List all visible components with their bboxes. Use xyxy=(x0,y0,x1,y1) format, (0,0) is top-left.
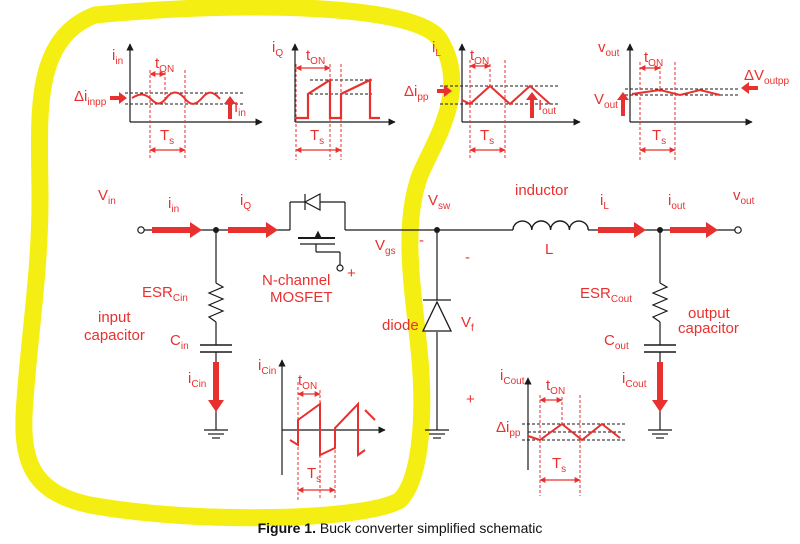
input-cap-line1: input xyxy=(98,309,131,326)
svg-text:Ts: Ts xyxy=(310,127,324,147)
cin-capacitor xyxy=(200,344,232,353)
ground-symbols xyxy=(204,429,672,439)
cin-label: Cin xyxy=(170,332,189,352)
waveform-icout: iCout tON Δipp Ts xyxy=(496,367,625,496)
svg-text:Vout: Vout xyxy=(594,91,618,111)
svg-text:iL: iL xyxy=(432,39,441,59)
il-label: iL xyxy=(600,192,609,212)
svg-text:Ts: Ts xyxy=(160,127,174,147)
mosfet-plus: + xyxy=(347,265,356,282)
svg-text:tON: tON xyxy=(470,47,489,67)
terminals xyxy=(137,226,742,272)
mosfet-symbol xyxy=(289,193,346,265)
svg-text:tON: tON xyxy=(644,49,663,69)
svg-text:Iin: Iin xyxy=(234,99,246,119)
waveform-iq: iQ tON Ts xyxy=(272,39,396,160)
svg-text:Iout: Iout xyxy=(538,97,556,117)
vin-terminal xyxy=(137,226,145,234)
svg-text:iCin: iCin xyxy=(258,357,276,377)
cout-label: Cout xyxy=(604,332,629,352)
diode-minus-top: - xyxy=(419,232,424,249)
vout-label: vout xyxy=(733,187,755,207)
icout-label: iCout xyxy=(622,370,647,390)
inductor-symbol-label: L xyxy=(545,241,553,258)
svg-text:iin: iin xyxy=(112,47,123,67)
cout-capacitor xyxy=(644,344,676,353)
svg-text:tON: tON xyxy=(155,55,174,75)
current-arrows xyxy=(152,222,718,412)
esr-cout-resistor xyxy=(651,282,669,323)
svg-text:Δipp: Δipp xyxy=(496,419,521,439)
output-cap-line1: output xyxy=(688,305,731,322)
mosfet-label-line1: N-channel xyxy=(262,272,330,289)
svg-text:Ts: Ts xyxy=(480,127,494,147)
output-cap-line2: capacitor xyxy=(678,320,739,337)
inductor-title: inductor xyxy=(515,182,568,199)
svg-text:tON: tON xyxy=(298,372,317,392)
diode-plus: + xyxy=(466,391,475,408)
mosfet-label-line2: MOSFET xyxy=(270,289,333,306)
caption-prefix: Figure 1. xyxy=(257,520,316,536)
iout-label: iout xyxy=(668,192,685,212)
diode-label: diode xyxy=(382,317,419,334)
svg-text:iCout: iCout xyxy=(500,367,525,387)
figure-caption: Figure 1. Buck converter simplified sche… xyxy=(0,520,800,536)
diode-minus-right: - xyxy=(465,249,470,266)
svg-text:vout: vout xyxy=(598,39,620,59)
waveform-il: iL tON Δipp Iout Ts xyxy=(404,39,581,160)
waveform-iin: iin tON Δiinpp Iin Ts xyxy=(74,43,263,160)
iin-label: iin xyxy=(168,195,179,215)
input-cap-line2: capacitor xyxy=(84,327,145,344)
waveform-vout: vout tON ΔVoutpp Vout Ts xyxy=(594,39,789,160)
vgs-label: Vgs xyxy=(375,237,396,257)
svg-text:Δipp: Δipp xyxy=(404,83,429,103)
esr-cin-resistor xyxy=(207,282,225,323)
gate-terminal xyxy=(336,264,344,272)
junction-dots xyxy=(213,227,663,233)
waveform-icin: iCin tON Ts xyxy=(258,357,386,500)
svg-text:tON: tON xyxy=(306,47,325,67)
svg-text:Ts: Ts xyxy=(652,127,666,147)
svg-text:iQ: iQ xyxy=(272,39,283,59)
svg-text:Ts: Ts xyxy=(552,455,566,475)
svg-text:Δiinpp: Δiinpp xyxy=(74,88,107,108)
diode-symbol xyxy=(421,299,453,332)
svg-text:ΔVoutpp: ΔVoutpp xyxy=(744,67,789,87)
highlight-loop xyxy=(15,0,461,527)
vf-label: Vf xyxy=(461,314,474,334)
esr-cout-label: ESRCout xyxy=(580,285,632,305)
inductor-symbol xyxy=(512,220,589,231)
svg-text:Ts: Ts xyxy=(307,465,321,485)
esr-cin-label: ESRCin xyxy=(142,284,188,304)
icin-label: iCin xyxy=(188,370,206,390)
iq-label: iQ xyxy=(240,192,251,212)
vin-label: Vin xyxy=(98,187,116,207)
vsw-label: Vsw xyxy=(428,192,451,212)
caption-text: Buck converter simplified schematic xyxy=(315,520,543,536)
svg-text:tON: tON xyxy=(546,377,565,397)
vout-terminal xyxy=(734,226,742,234)
